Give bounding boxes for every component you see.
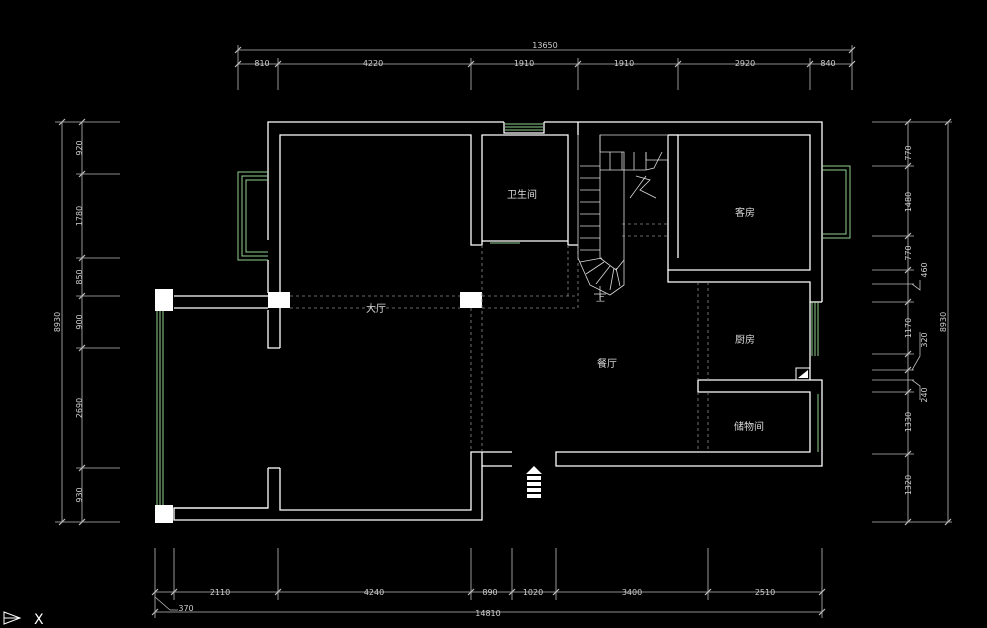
room-label-bathroom: 卫生间 xyxy=(507,188,537,201)
ucs-icon: X xyxy=(3,611,44,628)
bottom-dimension-1: 2110 xyxy=(210,588,230,597)
left-dimension-1: 920 xyxy=(75,140,84,155)
bottom-dimension-group: 2110 4240 890 1020 3400 2510 14810 370 xyxy=(151,548,826,618)
room-label-dining-room: 餐厅 xyxy=(597,357,617,370)
left-dimension-3: 850 xyxy=(75,269,84,284)
column-block xyxy=(155,289,173,311)
top-dimension-4: 1910 xyxy=(614,59,634,68)
right-total-dimension: 8930 xyxy=(939,312,948,332)
right-small-dimension-3: 240 xyxy=(920,387,929,402)
walls-group xyxy=(173,121,823,521)
kitchen-fixture xyxy=(795,367,811,381)
left-dimension-2: 1780 xyxy=(75,206,84,226)
bottom-dimension-2: 4240 xyxy=(364,588,384,597)
right-dimension-5: 1330 xyxy=(904,412,913,432)
columns-group xyxy=(155,289,482,523)
room-label-storage: 储物间 xyxy=(734,420,764,433)
right-dimension-6: 1320 xyxy=(904,475,913,495)
top-dimension-5: 2920 xyxy=(735,59,755,68)
bottom-dimension-3: 890 xyxy=(482,588,497,597)
top-total-dimension: 13650 xyxy=(532,41,557,50)
room-label-living-room: 大厅 xyxy=(366,302,386,315)
left-dimension-group: 8930 920 1780 850 900 2690 930 xyxy=(53,118,120,526)
room-label-guest-room: 客房 xyxy=(735,206,755,219)
left-dimension-6: 930 xyxy=(75,487,84,502)
top-dimension-1: 810 xyxy=(254,59,269,68)
ucs-x-label: X xyxy=(34,612,44,628)
right-dimension-2: 1480 xyxy=(904,192,913,212)
entrance-arrow-icon xyxy=(526,466,542,498)
stair-up-label: 上 xyxy=(596,293,605,304)
bottom-extra-dimension: 370 xyxy=(178,604,193,613)
bottom-total-dimension: 14810 xyxy=(475,609,500,618)
left-dimension-4: 900 xyxy=(75,314,84,329)
left-total-dimension: 8930 xyxy=(53,312,62,332)
left-dimension-5: 2690 xyxy=(75,398,84,418)
right-dimension-3: 770 xyxy=(904,245,913,260)
bottom-dimension-6: 2510 xyxy=(755,588,775,597)
column-block xyxy=(268,292,290,308)
top-dimension-2: 4220 xyxy=(363,59,383,68)
top-dimension-6: 840 xyxy=(820,59,835,68)
column-block xyxy=(460,292,482,308)
right-small-dimension-2: 320 xyxy=(920,332,929,347)
room-label-kitchen: 厨房 xyxy=(735,333,755,346)
staircase: 上 xyxy=(577,134,669,304)
dashed-lines-group xyxy=(290,223,709,452)
top-dimension-3: 1910 xyxy=(514,59,534,68)
right-dimension-1: 770 xyxy=(904,145,913,160)
windows-group xyxy=(156,123,851,505)
right-dimension-group: 8930 770 1480 770 1170 1330 1320 460 320… xyxy=(872,118,952,526)
bottom-dimension-5: 3400 xyxy=(622,588,642,597)
top-dimension-group: 13650 810 4220 1910 1910 2920 840 xyxy=(234,41,856,90)
right-small-dimension-1: 460 xyxy=(920,262,929,277)
right-dimension-4: 1170 xyxy=(904,318,913,338)
room-labels-group: 大厅 卫生间 客房 餐厅 厨房 储物间 xyxy=(366,188,764,433)
bottom-dimension-4: 1020 xyxy=(523,588,543,597)
column-block xyxy=(155,505,173,523)
